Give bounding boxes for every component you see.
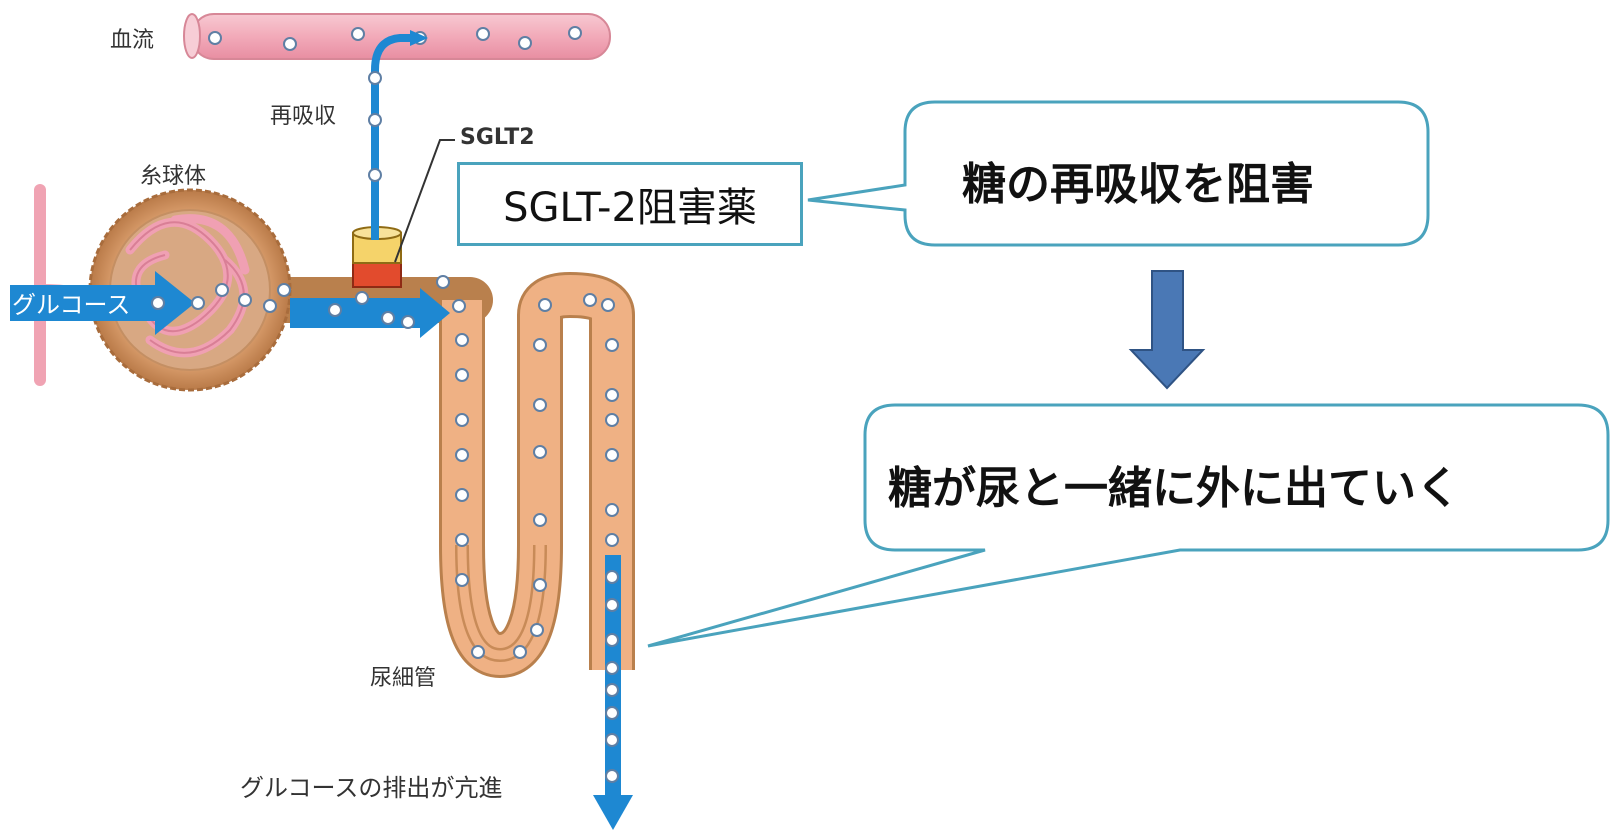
callout-bottom-text: 糖が尿と一緒に外に出ていく	[888, 463, 1460, 514]
renal-tubule	[217, 272, 635, 678]
bloodstream-label: 血流	[110, 28, 155, 53]
down-arrow	[1128, 270, 1206, 390]
sglt2-inhibitor-box: SGLT-2阻害薬	[457, 162, 803, 246]
callout-bottom-bubble	[647, 403, 1610, 648]
glucose-molecules	[151, 71, 619, 783]
callout-top-text: 糖の再吸収を阻害	[962, 159, 1314, 210]
glomerulus	[88, 188, 292, 392]
sglt2-transporter	[352, 139, 455, 288]
sglt2-inhibitor-label: SGLT-2阻害薬	[503, 185, 757, 231]
sglt2-label: SGLT2	[460, 125, 535, 150]
callout-top-bubble	[807, 100, 1430, 247]
renal-tubule-label: 尿細管	[370, 666, 437, 691]
glomerulus-label: 糸球体	[140, 164, 207, 189]
glucose-input-label: グルコース	[12, 291, 131, 319]
excretion-label: グルコースの排出が亢進	[240, 774, 503, 802]
reabsorption-label: 再吸収	[270, 104, 337, 129]
